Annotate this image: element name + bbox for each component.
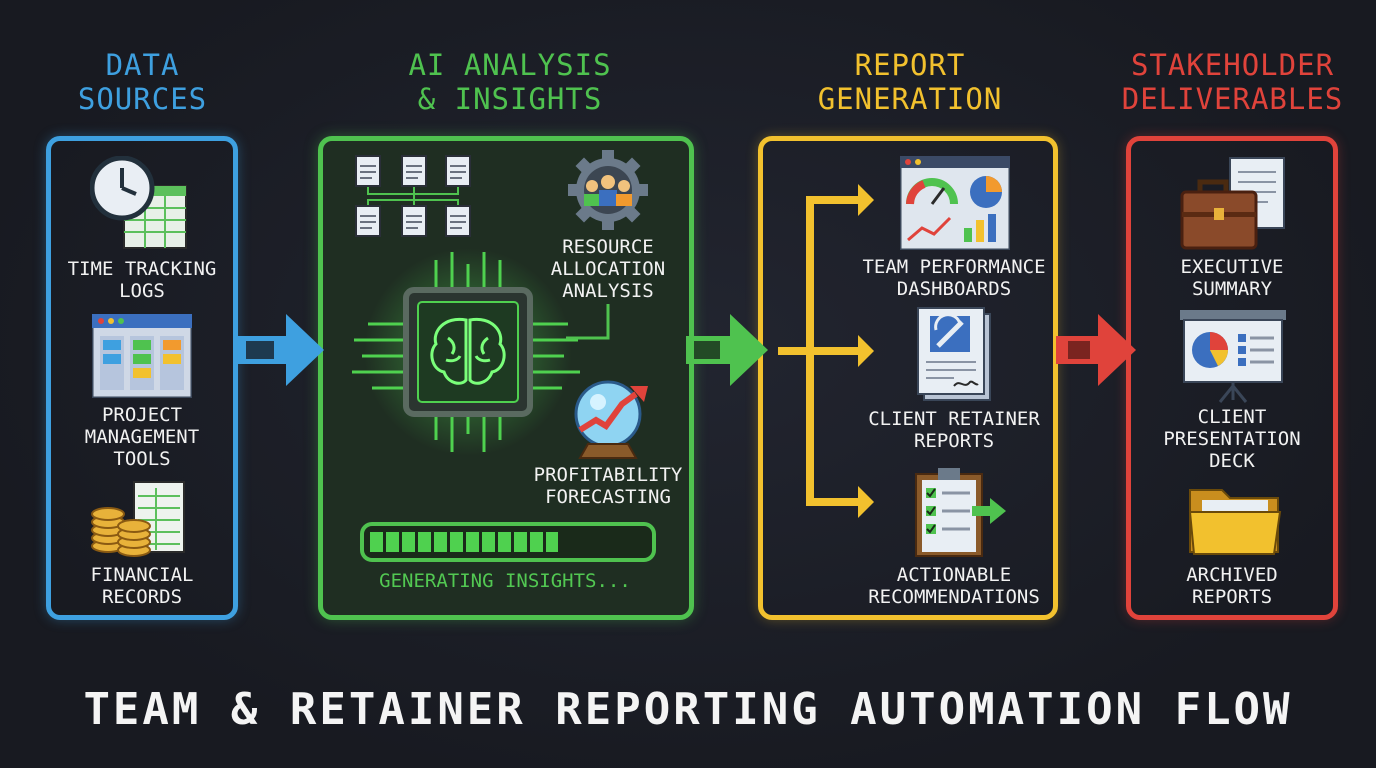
arrow-icon [1056,314,1136,386]
data-sources-panel [46,136,238,620]
connector-line-icon [566,304,610,340]
arrow-icon [686,314,768,386]
client-retainer-label: CLIENT RETAINER REPORTS [868,408,1040,452]
project-management-label: PROJECT MANAGEMENT TOOLS [84,404,200,470]
documents-network-icon [355,155,471,237]
profitability-forecasting-label: PROFITABILITY FORECASTING [533,464,683,508]
branch-arrows-icon [778,184,874,518]
ai-analysis-heading: AI ANALYSIS & INSIGHTS [408,48,612,116]
progress-fill [370,532,558,552]
stakeholder-deliverables-heading: STAKEHOLDER DELIVERABLES [1121,48,1344,116]
kanban-board-icon [92,314,192,398]
flow-title: TEAM & RETAINER REPORTING AUTOMATION FLO… [83,684,1293,735]
archived-reports-label: ARCHIVED REPORTS [1186,564,1278,608]
dashboard-icon [900,156,1010,250]
folder-icon [1188,489,1282,555]
report-generation-heading: REPORT GENERATION [817,48,1003,116]
presentation-board-icon [1180,310,1286,403]
team-performance-label: TEAM PERFORMANCE DASHBOARDS [862,256,1046,300]
insights-progress-bar [360,522,656,562]
executive-summary-label: EXECUTIVE SUMMARY [1180,256,1284,300]
crystal-ball-icon [574,380,648,459]
report-generation-panel [758,136,1058,620]
actionable-recommendations-label: ACTIONABLE RECOMMENDATIONS [868,564,1040,608]
data-sources-heading: DATA SOURCES [77,48,208,116]
clock-spreadsheet-icon [90,156,187,249]
coins-ledger-icon [91,481,185,557]
resource-allocation-label: RESOURCE ALLOCATION ANALYSIS [550,236,666,302]
progress-status-label: GENERATING INSIGHTS... [379,570,631,592]
stakeholder-deliverables-panel [1126,136,1338,620]
time-tracking-label: TIME TRACKING LOGS [67,258,217,302]
team-gear-icon [568,150,648,230]
ai-brain-chip-icon [352,248,580,456]
financial-records-label: FINANCIAL RECORDS [90,564,194,608]
client-presentation-label: CLIENT PRESENTATION DECK [1163,406,1301,472]
arrow-icon [236,314,324,386]
signed-report-icon [917,307,991,401]
briefcase-icon [1180,157,1285,250]
checklist-icon [915,468,1006,557]
